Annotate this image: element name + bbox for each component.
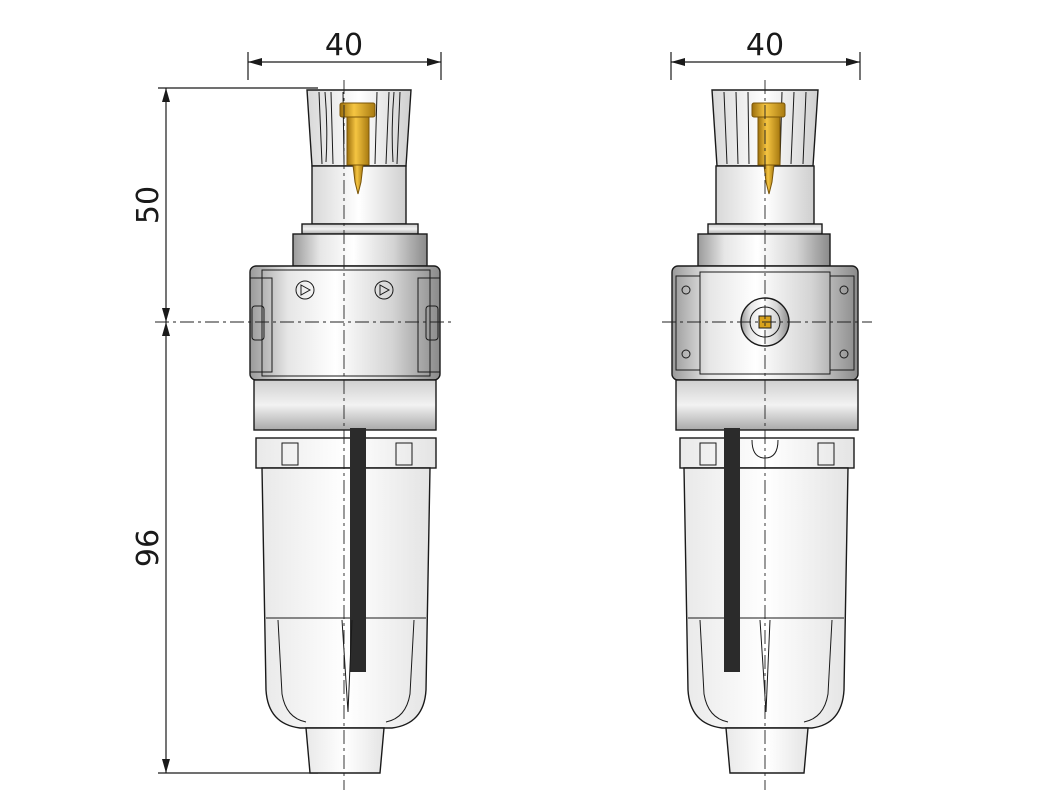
lower-ring-side (675, 379, 859, 431)
width-dimension-right: 40 (670, 28, 861, 80)
width-label-left: 40 (325, 28, 363, 63)
height-label-lower: 96 (131, 529, 166, 567)
upper-collar (292, 233, 428, 267)
filter-bowl (261, 428, 431, 729)
front-view-unit (249, 89, 441, 774)
height-label-upper: 50 (131, 186, 166, 224)
drain-tube-side (724, 428, 740, 672)
brass-stem (339, 102, 376, 195)
brass-stem-side (751, 102, 786, 195)
filter-bowl-side (683, 428, 849, 729)
main-body (249, 265, 441, 381)
upper-collar-side (697, 233, 831, 267)
side-view-unit (671, 89, 859, 774)
lower-ring (253, 379, 437, 431)
width-label-right: 40 (746, 28, 784, 63)
width-dimension-left: 40 (247, 28, 442, 80)
center-lines (155, 80, 872, 790)
bowl-collar-side (679, 437, 855, 469)
drain-valve-side (725, 727, 809, 774)
drain-valve (305, 727, 385, 774)
height-dimensions: 50 96 (131, 87, 318, 774)
drain-tube (350, 428, 366, 672)
bowl-collar (255, 437, 437, 469)
